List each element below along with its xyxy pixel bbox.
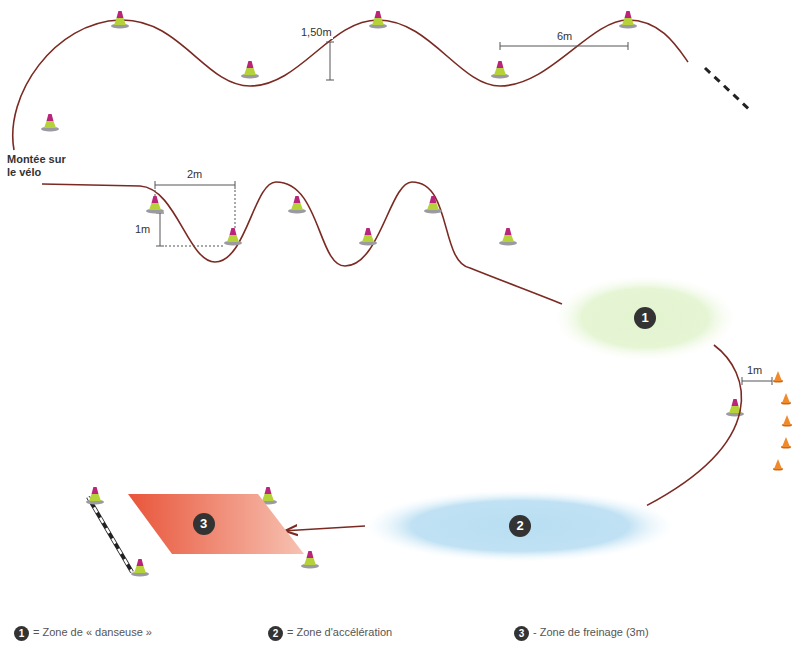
- course-connector: [286, 526, 365, 531]
- legend-number: 2: [268, 626, 283, 641]
- course-connector: [647, 345, 742, 505]
- callout-number: 1: [634, 307, 656, 329]
- dimension-label: 1,50m: [300, 26, 333, 39]
- legend-text: = Zone de « danseuse »: [33, 626, 152, 638]
- acceleration-zone: 2: [365, 490, 675, 562]
- dimension-label: 2m: [186, 168, 203, 181]
- legend-item: 3 - Zone de freinage (3m): [514, 624, 649, 641]
- legend-text: - Zone de freinage (3m): [533, 626, 649, 638]
- legend-text: = Zone d'accélération: [287, 626, 392, 638]
- legend-item: 1 = Zone de « danseuse »: [14, 624, 152, 641]
- dimension-label: 1m: [134, 223, 151, 236]
- start-label: Montée sur le vélo: [6, 153, 78, 179]
- legend-number: 1: [14, 626, 29, 641]
- zone-ellipse: [555, 276, 735, 360]
- dimension-label: 1m: [746, 364, 763, 377]
- danseuse-zone: 1: [555, 276, 735, 360]
- dimension-label: 6m: [556, 30, 573, 43]
- braking-zone: 3: [128, 490, 308, 558]
- callout-number: 3: [193, 513, 215, 535]
- zone-band: [128, 494, 304, 554]
- legend-number: 3: [514, 626, 529, 641]
- zone-ellipse: [365, 490, 675, 562]
- legend-item: 2 = Zone d'accélération: [268, 624, 392, 641]
- callout-number: 2: [509, 515, 531, 537]
- braking-zone-shape: [128, 490, 308, 558]
